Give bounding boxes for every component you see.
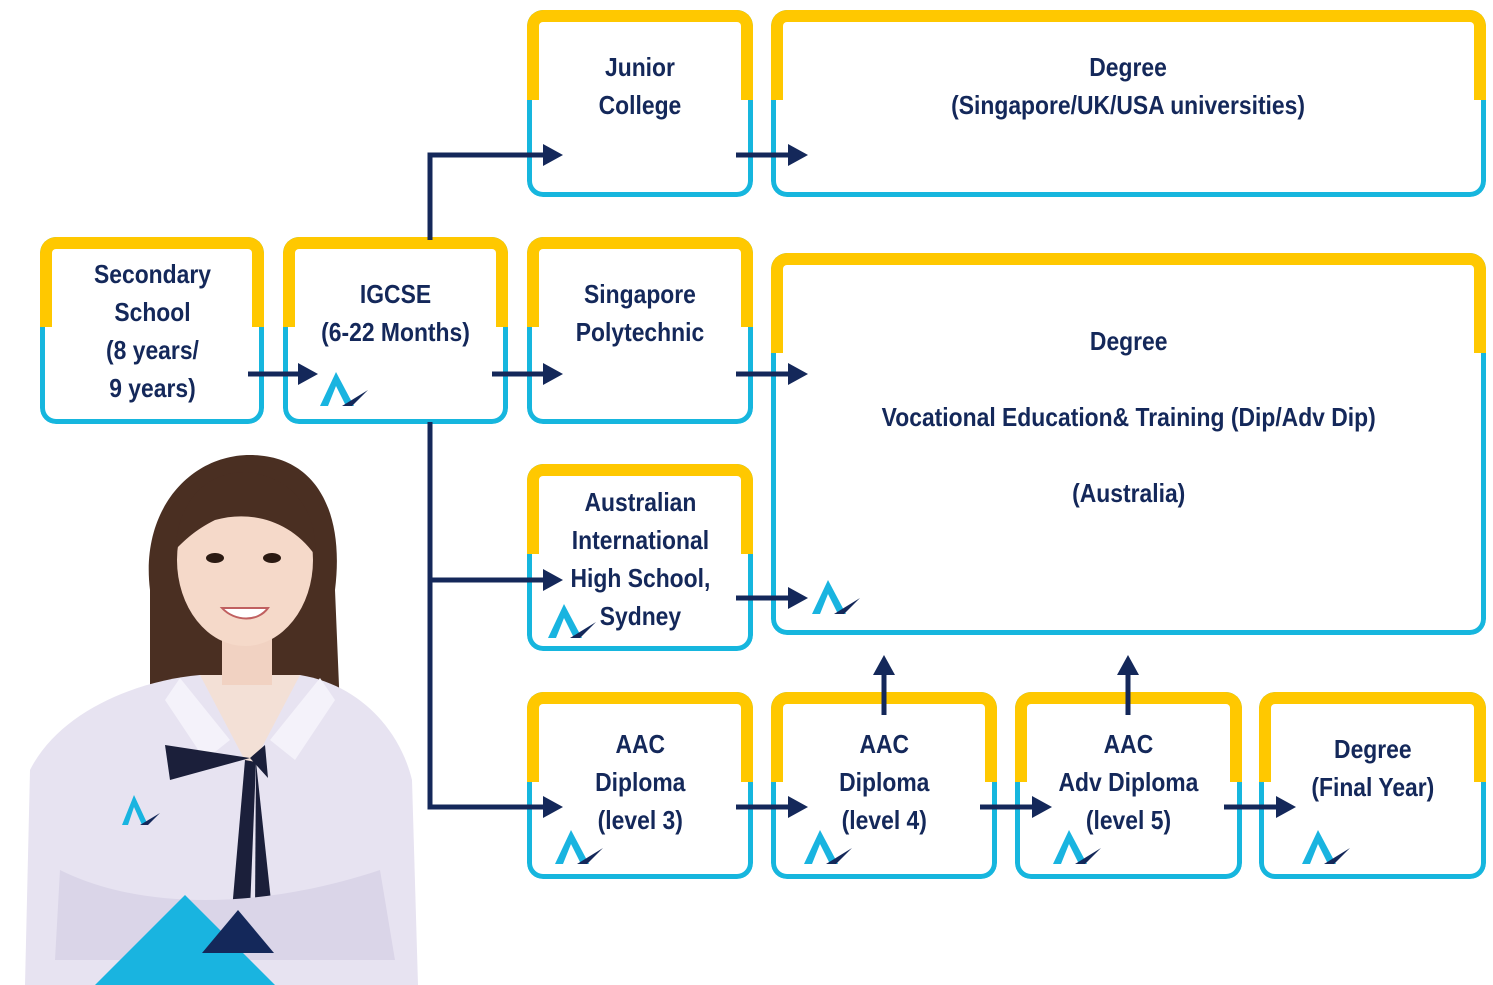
aac-logo-icon xyxy=(555,830,603,864)
aac-logo-icon xyxy=(1302,830,1350,864)
node-singapore-polytechnic-label: Singapore Polytechnic xyxy=(576,275,704,351)
node-aac4-label: AAC Diploma (level 4) xyxy=(839,725,929,839)
node-degree-international: Degree (Singapore/UK/USA universities) xyxy=(771,10,1486,197)
node-igcse-label: IGCSE (6-22 Months) xyxy=(321,275,470,351)
node-secondary-school-label: Secondary School (8 years/ 9 years) xyxy=(93,255,210,407)
node-junior-college: Junior College xyxy=(527,10,753,197)
label-line: Secondary xyxy=(93,258,211,289)
node-degree-final-label: Degree (Final Year) xyxy=(1311,730,1434,806)
arrow-igcse-to-aac3 xyxy=(427,422,545,810)
label-line: (level 4) xyxy=(841,804,927,835)
label-line: (8 years/ xyxy=(105,334,199,365)
student-photo xyxy=(25,455,418,985)
label-line: AAC xyxy=(1103,728,1154,759)
label-line: IGCSE xyxy=(359,279,432,309)
node-degree-australia: Degree Vocational Education& Training (D… xyxy=(771,253,1486,635)
node-aac3-label: AAC Diploma (level 3) xyxy=(595,725,685,839)
label-vet: Vocational Education& Training (Dip/Adv … xyxy=(881,401,1376,432)
label-line: AAC xyxy=(615,728,665,759)
label-country: (Australia) xyxy=(1071,477,1186,508)
label-line: College xyxy=(598,90,682,120)
label-line: (Final Year) xyxy=(1311,772,1434,802)
node-igcse: IGCSE (6-22 Months) xyxy=(283,237,508,424)
label-line: School xyxy=(113,296,191,327)
label-line: AAC xyxy=(859,728,909,759)
aac-logo-icon xyxy=(320,372,368,406)
aac-logo-icon xyxy=(548,604,596,638)
arrow-igcse-to-junior-college xyxy=(427,152,545,240)
node-degree-international-label: Degree (Singapore/UK/USA universities) xyxy=(952,48,1306,124)
label-line: International xyxy=(571,524,709,555)
label-line: Junior xyxy=(605,52,675,82)
node-junior-college-label: Junior College xyxy=(599,48,682,124)
node-aihs-label: Australian International High School, Sy… xyxy=(570,483,710,635)
label-line: Singapore xyxy=(584,279,696,309)
node-aac-diploma-level-4: AAC Diploma (level 4) xyxy=(771,692,997,879)
aac-logo-icon xyxy=(804,830,852,864)
label-line: Degree xyxy=(1089,52,1168,82)
node-degree-australia-label: Degree Vocational Education& Training (D… xyxy=(881,322,1375,512)
node-aac5-label: AAC Adv Diploma (level 5) xyxy=(1059,725,1199,839)
aac-logo-icon xyxy=(1053,830,1101,864)
label-title: Degree xyxy=(1089,325,1168,356)
label-line: Polytechnic xyxy=(575,317,705,347)
label-line: (level 5) xyxy=(1085,804,1172,835)
aac-logo-icon xyxy=(812,580,860,614)
label-line: Sydney xyxy=(599,600,681,631)
label-line: 9 years) xyxy=(108,372,196,403)
node-australian-international-high-school: Australian International High School, Sy… xyxy=(527,464,753,651)
label-line: (6-22 Months) xyxy=(321,317,470,347)
label-line: Adv Diploma xyxy=(1058,766,1199,797)
label-line: Diploma xyxy=(594,766,686,797)
label-line: Degree xyxy=(1333,734,1412,764)
node-singapore-polytechnic: Singapore Polytechnic xyxy=(527,237,753,424)
label-line: High School, xyxy=(570,562,710,593)
label-line: Australian xyxy=(584,486,696,517)
label-line: (Singapore/UK/USA universities) xyxy=(951,90,1306,120)
label-line: (level 3) xyxy=(597,804,683,835)
node-degree-final-year: Degree (Final Year) xyxy=(1259,692,1486,879)
label-line: Diploma xyxy=(838,766,930,797)
node-secondary-school: Secondary School (8 years/ 9 years) xyxy=(40,237,264,424)
